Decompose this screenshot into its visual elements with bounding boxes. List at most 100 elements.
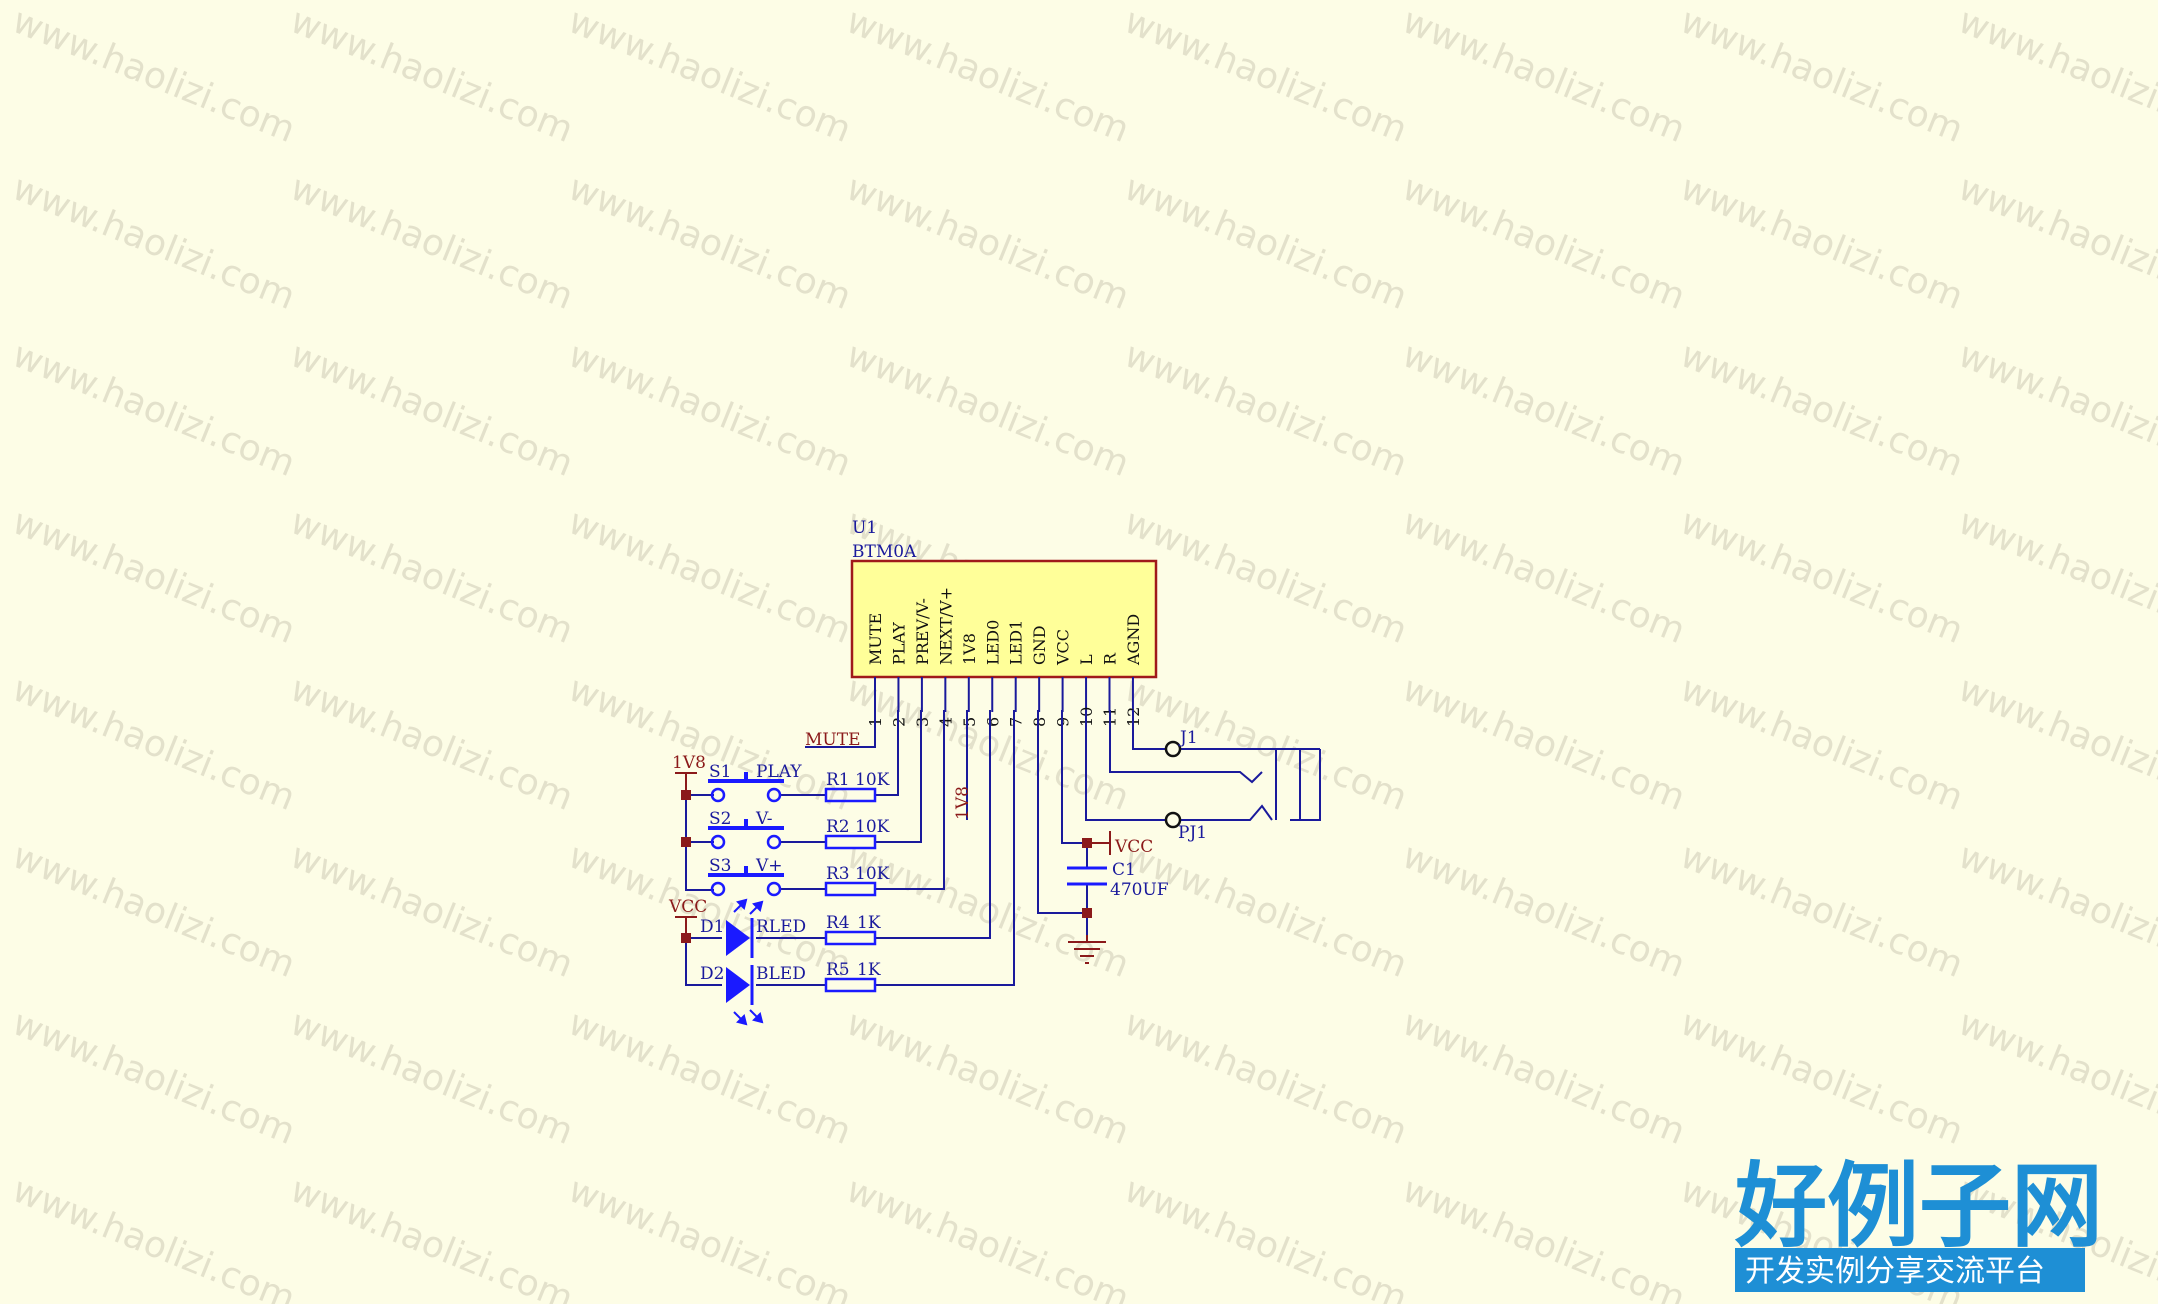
led-d2[interactable]: D2 BLED [700, 964, 806, 1026]
watermark-text: www.haolizi.com [285, 0, 579, 151]
watermark-text: www.haolizi.com [1675, 501, 1969, 652]
u1-pin-number: 4 [936, 717, 955, 727]
u1-pin-name: PREV/V- [913, 598, 932, 665]
watermark-text: www.haolizi.com [1397, 167, 1691, 318]
watermark-text: www.haolizi.com [1397, 501, 1691, 652]
led-d1-light-arrows-icon [733, 898, 764, 915]
u1-pin-number: 8 [1030, 717, 1049, 727]
r5-value: 1K [857, 960, 881, 980]
watermark-text: www.haolizi.com [285, 1169, 579, 1304]
u1-pin-name: LED0 [983, 620, 1002, 665]
r2-value: 10K [855, 817, 890, 837]
d1-ref: D1 [700, 917, 724, 937]
watermark-text: www.haolizi.com [285, 167, 579, 318]
u1-pin-number: 5 [960, 717, 979, 727]
u1-pin-number: 9 [1054, 717, 1073, 727]
watermark-text: www.haolizi.com [1397, 1002, 1691, 1153]
u1-part: BTM0A [852, 542, 917, 562]
d2-ref: D2 [700, 964, 724, 984]
switch-s1[interactable]: S1 PLAY [708, 762, 802, 803]
watermark-text: www.haolizi.com [7, 1002, 301, 1153]
watermark-text: www.haolizi.com [1953, 501, 2158, 652]
u1-pin-name: 1V8 [960, 633, 979, 665]
resistor-r5[interactable]: R5 1K [824, 960, 881, 993]
watermark-text: www.haolizi.com [1119, 1169, 1413, 1304]
r5-ref: R5 [826, 960, 850, 980]
watermark-text: www.haolizi.com [1119, 0, 1413, 151]
site-logo[interactable]: 好例子网 开发实例分享交流平台 [1734, 1153, 2103, 1292]
led-d1[interactable]: D1 RLED [700, 898, 806, 958]
logo-title: 好例子网 [1734, 1153, 2103, 1260]
net-label-vcc-cap: VCC [1114, 837, 1153, 857]
audio-jack[interactable]: J1 PJ1 [1164, 728, 1207, 843]
net-label-1v8: 1V8 [672, 753, 706, 773]
watermark-text: www.haolizi.com [7, 167, 301, 318]
watermark-text: www.haolizi.com [563, 167, 857, 318]
resistor-r4[interactable]: R4 1K [824, 913, 881, 946]
d2-label: BLED [756, 964, 806, 984]
watermark-text: www.haolizi.com [1675, 167, 1969, 318]
power-symbols [675, 772, 1111, 964]
u1-pin-name: AGND [1124, 614, 1143, 666]
u1-pin-name: MUTE [866, 613, 885, 665]
u1-pin-name: R [1101, 652, 1120, 665]
switch-s2[interactable]: S2 V- [708, 809, 784, 850]
r3-value: 10K [855, 864, 890, 884]
watermark-text: www.haolizi.com [1397, 668, 1691, 819]
watermark-text: www.haolizi.com [563, 1002, 857, 1153]
net-label-vcc: VCC [668, 897, 707, 917]
u1-pin-name: GND [1030, 625, 1049, 665]
u1-pin-number: 7 [1007, 717, 1026, 727]
jack-ref-pj1: PJ1 [1178, 823, 1207, 843]
watermark-text: www.haolizi.com [1953, 1002, 2158, 1153]
u1-body [850, 559, 1158, 679]
watermark-text: www.haolizi.com [841, 167, 1135, 318]
u1-pin-number: 3 [913, 717, 932, 727]
watermark-text: www.haolizi.com [1675, 1002, 1969, 1153]
watermark-text: www.haolizi.com [285, 835, 579, 986]
watermark-text: www.haolizi.com [563, 1169, 857, 1304]
u1-pin-name: NEXT/V+ [936, 587, 955, 665]
watermark-text: www.haolizi.com [1119, 167, 1413, 318]
capacitor-c1[interactable]: C1 470UF [1067, 860, 1169, 900]
watermark-text: www.haolizi.com [1397, 1169, 1691, 1304]
watermark-text: www.haolizi.com [285, 1002, 579, 1153]
d1-label: RLED [756, 917, 806, 937]
r4-value: 1K [857, 913, 881, 933]
watermark-text: www.haolizi.com [7, 668, 301, 819]
watermark-text: www.haolizi.com [1397, 835, 1691, 986]
watermark-text: www.haolizi.com [1675, 835, 1969, 986]
u1-pin-name: PLAY [889, 622, 908, 665]
watermark-text: www.haolizi.com [7, 334, 301, 485]
logo-subtitle-band [1735, 1248, 2085, 1292]
c1-ref: C1 [1112, 860, 1136, 880]
led-d2-light-arrows-icon [733, 1009, 764, 1026]
watermark-text: www.haolizi.com [285, 668, 579, 819]
s3-label: V+ [755, 856, 783, 876]
resistor-r1[interactable]: R1 10K [824, 770, 890, 803]
watermark-text: www.haolizi.com [841, 668, 1135, 819]
watermark-text: www.haolizi.com [841, 334, 1135, 485]
switch-s3[interactable]: S3 V+ [708, 856, 784, 897]
watermark-text: www.haolizi.com [1119, 501, 1413, 652]
watermark-text: www.haolizi.com [1119, 668, 1413, 819]
watermark-text: www.haolizi.com [563, 0, 857, 151]
watermark-text: www.haolizi.com [1119, 835, 1413, 986]
watermark-text: www.haolizi.com [1119, 1002, 1413, 1153]
u1-module[interactable]: U1 BTM0A MUTE1PLAY2PREV/V-3NEXT/V+41V85L… [850, 518, 1158, 727]
watermark-text: www.haolizi.com [1953, 0, 2158, 151]
watermark-text: www.haolizi.com [1675, 0, 1969, 151]
s2-ref: S2 [709, 809, 731, 829]
watermark-text: www.haolizi.com [1953, 334, 2158, 485]
watermark-text: www.haolizi.com [563, 334, 857, 485]
s1-label: PLAY [756, 762, 802, 782]
resistor-r2[interactable]: R2 10K [824, 817, 890, 850]
logo-subtitle: 开发实例分享交流平台 [1745, 1254, 2045, 1289]
watermark-text: www.haolizi.com [7, 835, 301, 986]
u1-pin-number: 6 [983, 717, 1002, 727]
watermark-text: www.haolizi.com [1675, 668, 1969, 819]
c1-value: 470UF [1110, 880, 1169, 900]
resistor-r3[interactable]: R3 10K [824, 864, 890, 897]
s2-label: V- [755, 809, 772, 829]
